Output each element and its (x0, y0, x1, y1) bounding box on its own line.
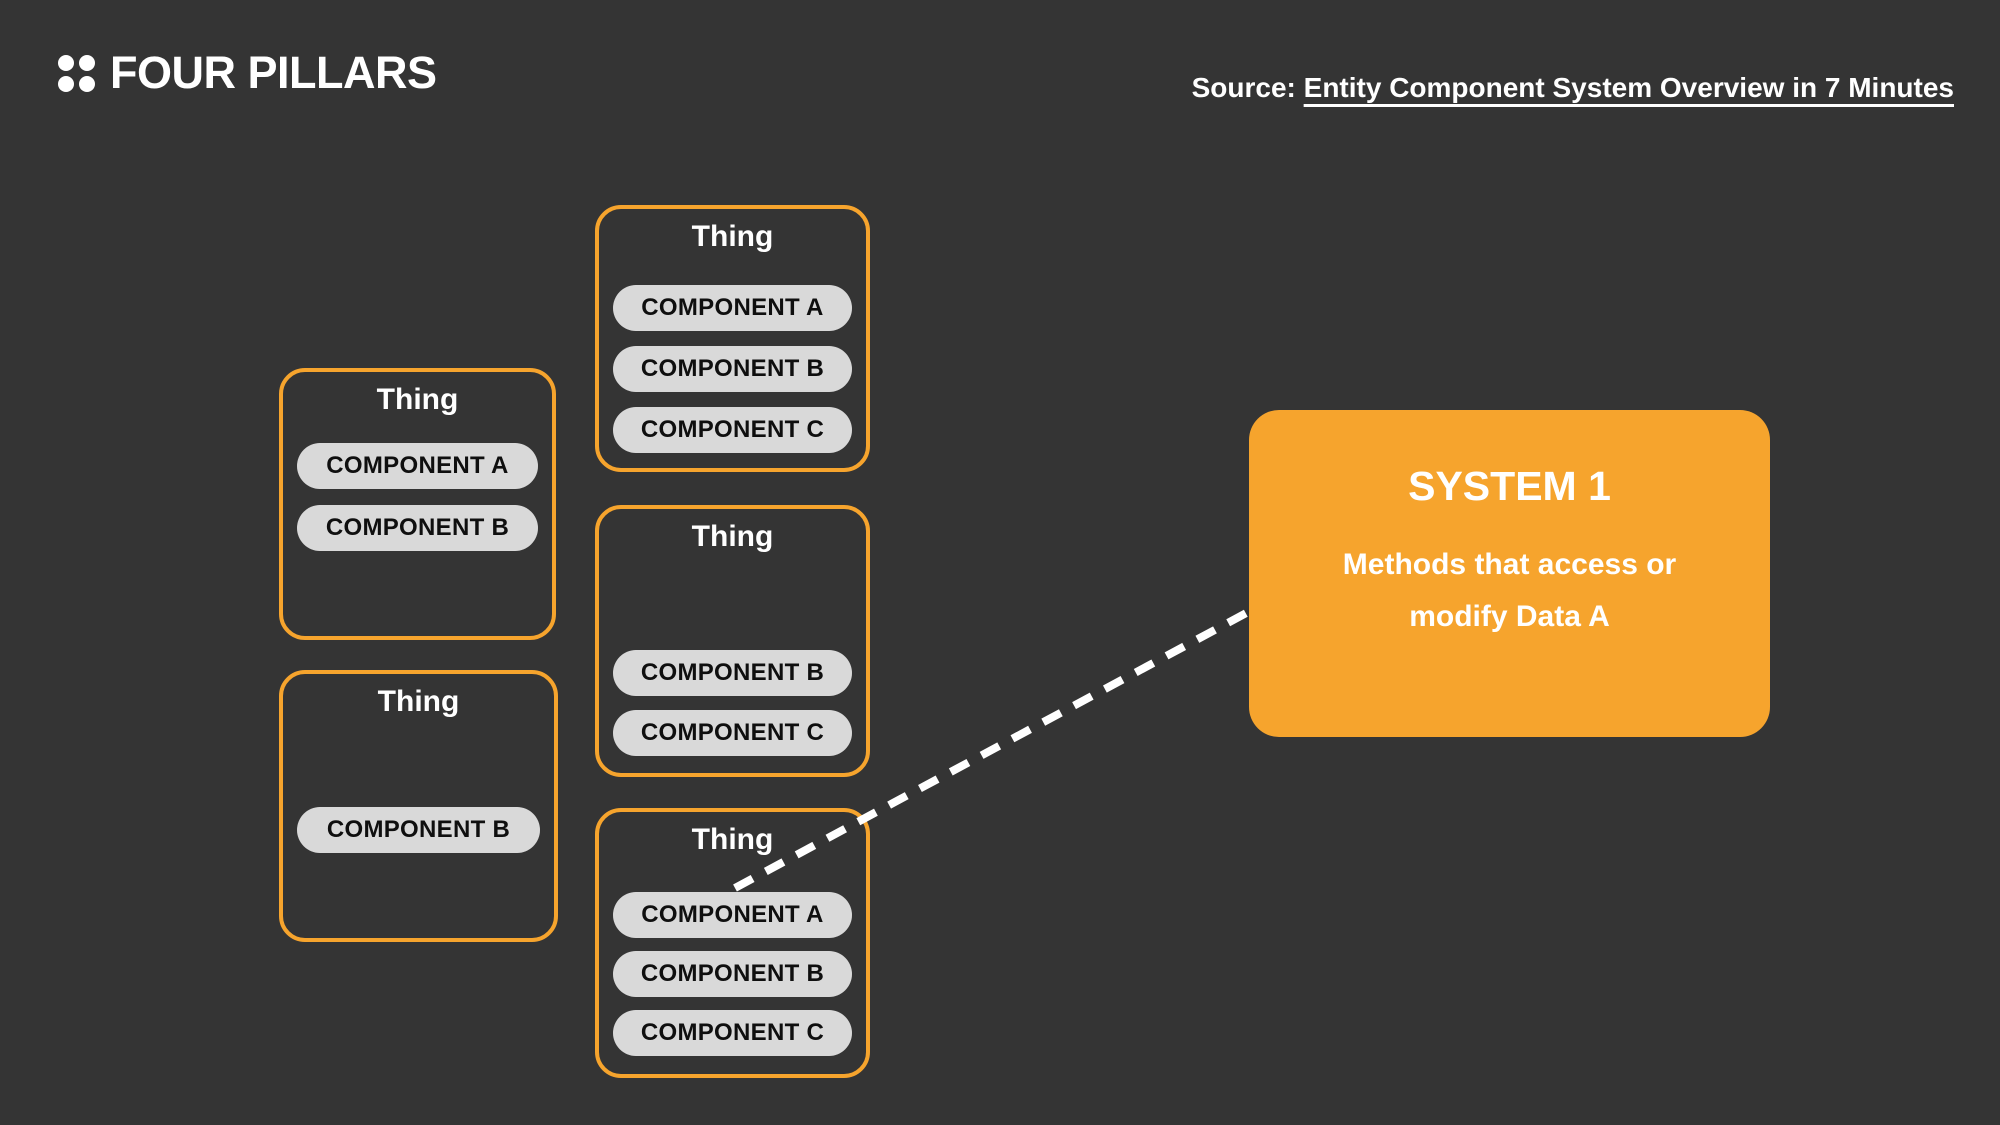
four-dots-icon (58, 55, 95, 92)
source-label: Source: (1191, 72, 1296, 103)
entity-box-top-middle: Thing COMPONENT A COMPONENT B COMPONENT … (595, 205, 870, 472)
entity-box-bottom-middle: Thing COMPONENT A COMPONENT B COMPONENT … (595, 808, 870, 1078)
entity-box-middle: Thing COMPONENT B COMPONENT C (595, 505, 870, 777)
component-pill: COMPONENT C (613, 710, 852, 756)
component-pill: COMPONENT B (297, 807, 540, 853)
component-pill: COMPONENT B (613, 650, 852, 696)
component-pill: COMPONENT A (297, 443, 538, 489)
entity-title: Thing (376, 383, 459, 416)
source-link[interactable]: Entity Component System Overview in 7 Mi… (1303, 72, 1954, 103)
system-description: Methods that access or modify Data A (1342, 548, 1677, 634)
system-title: SYSTEM 1 (1408, 463, 1611, 509)
component-pill: COMPONENT B (613, 346, 852, 392)
entity-title: Thing (691, 220, 774, 253)
component-pill: COMPONENT C (613, 1010, 852, 1056)
entity-box-left-bottom: Thing COMPONENT B (279, 670, 558, 942)
logo: FOUR PILLARS (58, 50, 437, 97)
entity-title: Thing (691, 823, 774, 856)
entity-box-left-top: Thing COMPONENT A COMPONENT B (279, 368, 556, 640)
source-attribution: Source: Entity Component System Overview… (1192, 70, 1954, 106)
component-pill: COMPONENT B (297, 505, 538, 551)
system-box: SYSTEM 1 Methods that access or modify D… (1249, 410, 1770, 737)
entity-title: Thing (691, 520, 774, 553)
component-pill: COMPONENT B (613, 951, 852, 997)
component-pill: COMPONENT A (613, 892, 852, 938)
component-pill: COMPONENT C (613, 407, 852, 453)
logo-text: FOUR PILLARS (110, 47, 437, 98)
component-pill: COMPONENT A (613, 285, 852, 331)
entity-title: Thing (377, 685, 460, 718)
